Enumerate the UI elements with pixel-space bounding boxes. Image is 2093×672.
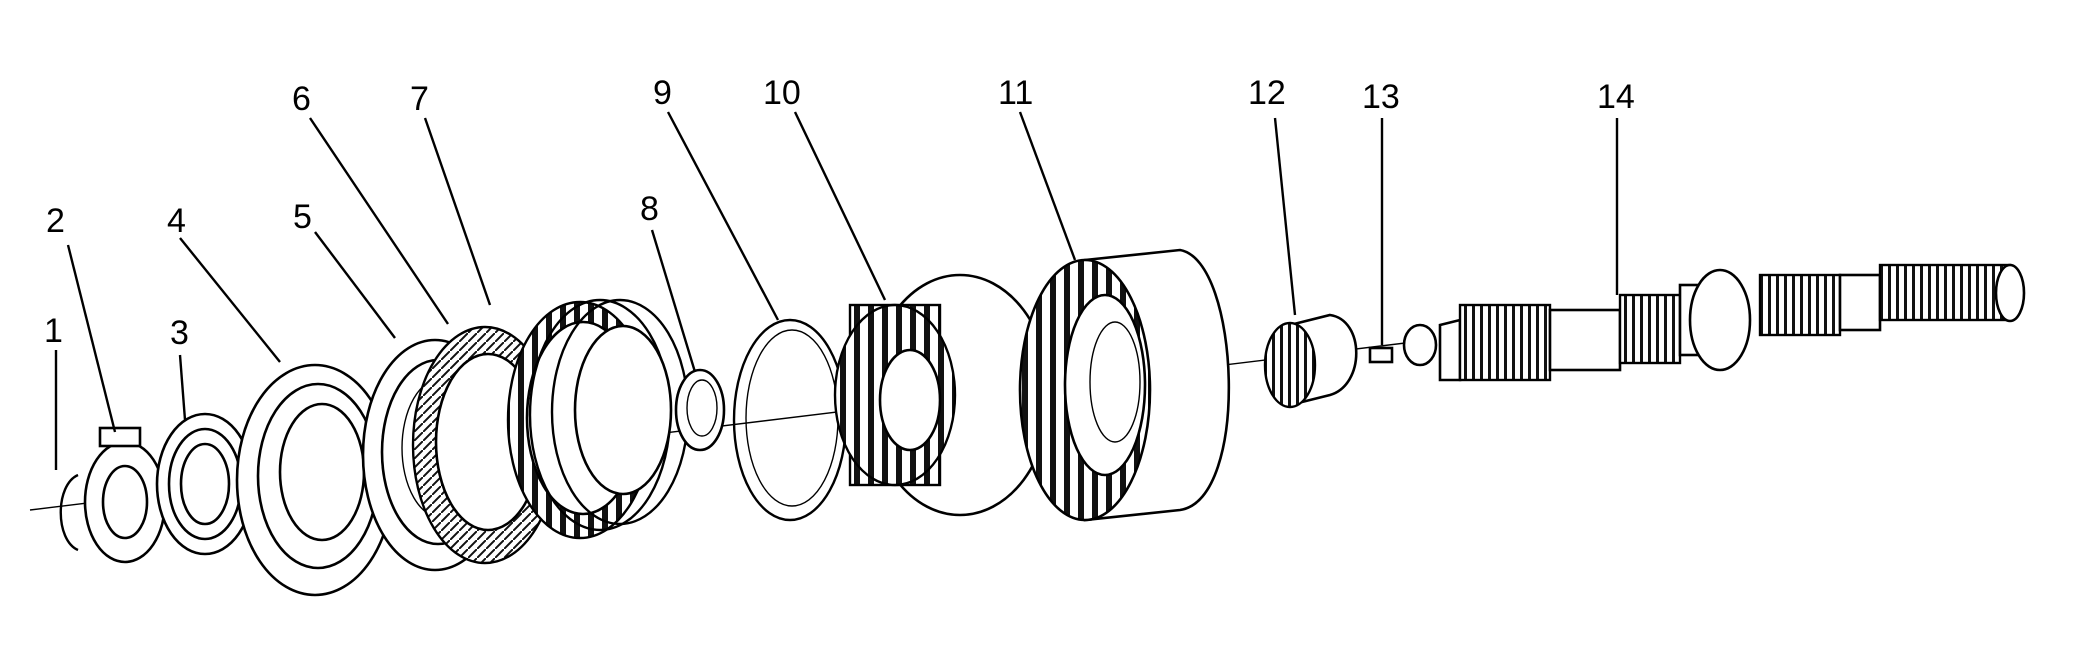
callout-3: 3 bbox=[170, 314, 189, 352]
callout-12: 12 bbox=[1248, 74, 1286, 112]
callout-5: 5 bbox=[293, 198, 312, 236]
part-13-pin bbox=[1368, 346, 1394, 364]
callout-11: 11 bbox=[998, 74, 1033, 112]
part-10-clutch-hub bbox=[833, 273, 1052, 517]
callout-7: 7 bbox=[410, 80, 429, 118]
part-9-snap-ring bbox=[732, 318, 848, 522]
callout-10: 10 bbox=[763, 74, 801, 112]
part-2-retainer bbox=[83, 426, 167, 564]
part-12-bushing bbox=[1263, 313, 1358, 409]
part-14-shaft bbox=[1402, 263, 2026, 382]
callout-1: 1 bbox=[44, 312, 63, 350]
callout-13: 13 bbox=[1362, 78, 1400, 116]
callout-2: 2 bbox=[46, 202, 65, 240]
part-1-snap-ring bbox=[59, 473, 79, 552]
part-3-bearing bbox=[155, 412, 255, 556]
part-11-clutch-housing bbox=[1018, 248, 1231, 522]
part-4-thrust-plate bbox=[235, 363, 395, 597]
part-8-seal-ring bbox=[674, 368, 726, 452]
callout-9: 9 bbox=[653, 74, 672, 112]
part-7-clutch-pack bbox=[506, 298, 690, 540]
leader-lines bbox=[54, 111, 1619, 470]
callout-4: 4 bbox=[167, 202, 186, 240]
callout-8: 8 bbox=[640, 190, 659, 228]
callout-14: 14 bbox=[1597, 78, 1635, 116]
callout-6: 6 bbox=[292, 80, 311, 118]
